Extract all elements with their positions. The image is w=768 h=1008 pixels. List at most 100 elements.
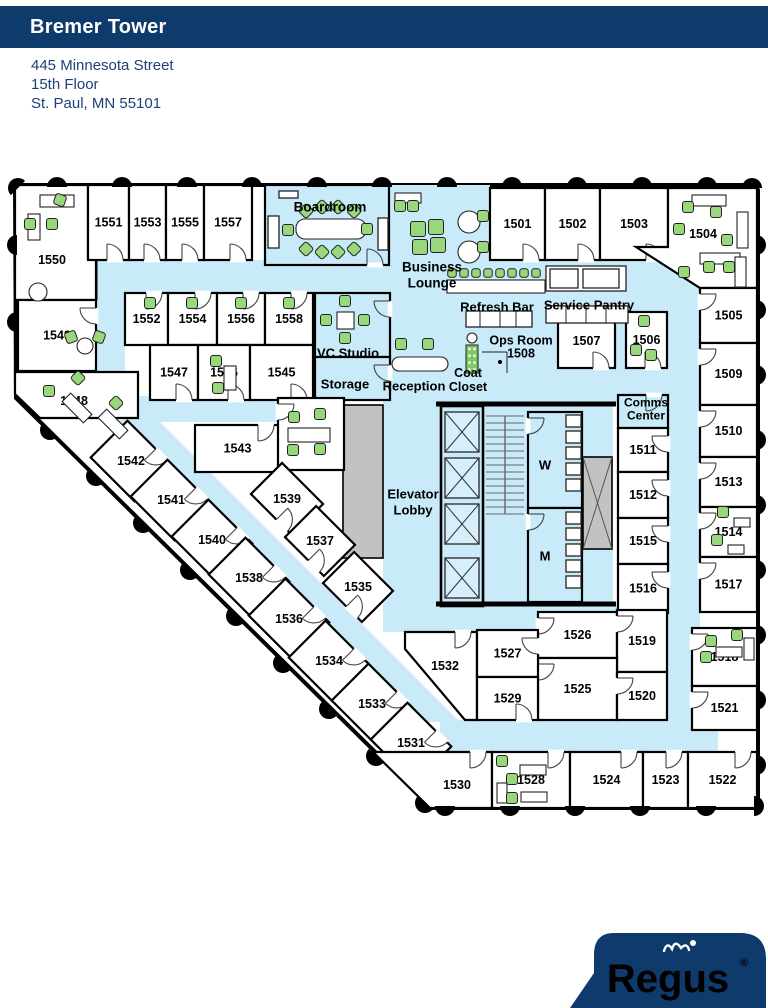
door-leaf <box>225 527 238 540</box>
room-label-1509: 1509 <box>715 367 743 381</box>
chair <box>422 338 434 350</box>
room-shape <box>164 183 206 262</box>
column-marker <box>756 690 766 710</box>
room-1511 <box>616 426 671 474</box>
door-gap <box>434 729 449 744</box>
room-shape <box>488 186 547 262</box>
column-marker <box>756 755 766 775</box>
door-swing <box>651 525 669 543</box>
room-shape <box>568 750 645 810</box>
chair <box>108 395 124 411</box>
fixture-box <box>565 462 582 476</box>
desk <box>391 356 449 372</box>
room-shape <box>248 343 315 402</box>
column-marker <box>112 177 132 187</box>
door-gap <box>645 365 661 371</box>
plan-dot <box>498 360 502 364</box>
chair <box>630 344 642 356</box>
door-leaf <box>144 448 157 461</box>
chair <box>92 330 106 344</box>
area-label-service-pantry: Service Pantry <box>544 298 635 313</box>
door-gap <box>275 404 281 420</box>
door-swing <box>645 394 663 412</box>
door-gap <box>697 411 703 427</box>
door-swing <box>175 383 193 401</box>
coat-rack-dot <box>468 361 471 364</box>
room-1557 <box>202 183 254 263</box>
door-leaf <box>424 730 437 743</box>
door-gap <box>272 564 287 579</box>
room-label-1547: 1547 <box>160 366 188 380</box>
armchair <box>430 237 446 253</box>
room-label-1502: 1502 <box>559 217 587 231</box>
door-gap <box>646 257 662 263</box>
column-marker <box>366 748 384 766</box>
regus-wordmark: Regus <box>607 957 729 1001</box>
room-Comms <box>616 392 670 430</box>
room-1516 <box>616 562 671 615</box>
room-label-1503: 1503 <box>620 217 648 231</box>
door-gap <box>144 257 160 263</box>
column-marker <box>754 796 764 816</box>
regus-logo-shape <box>570 933 766 1008</box>
area-label-ops-room: Ops Room <box>489 334 552 348</box>
column-marker <box>133 515 151 533</box>
room-shape <box>193 423 282 474</box>
chair <box>210 355 222 367</box>
column-marker <box>307 177 327 187</box>
room-label-1537: 1537 <box>306 534 334 548</box>
chair <box>506 792 518 804</box>
area-label-center: Center <box>627 409 665 423</box>
chair <box>64 330 78 344</box>
door-gap <box>535 618 541 634</box>
door-gap <box>230 257 246 263</box>
door-gap <box>578 257 594 263</box>
area-label-lounge: Lounge <box>408 276 457 291</box>
room-label-1526: 1526 <box>564 628 592 642</box>
door-swing <box>373 364 391 382</box>
area-label-closet: Closet <box>449 380 488 394</box>
fixture-box <box>565 414 582 428</box>
room-1523 <box>641 749 690 810</box>
registered-mark: ® <box>740 957 748 969</box>
room-label-1520: 1520 <box>628 689 656 703</box>
door-swing <box>257 424 275 442</box>
address-floor: 15th Floor <box>31 76 99 93</box>
room-shape <box>283 504 357 578</box>
room-1521 <box>689 684 759 732</box>
room-label-1550: 1550 <box>38 253 66 267</box>
desk <box>97 408 129 440</box>
door-gap <box>344 604 360 620</box>
door-leaf <box>342 648 355 661</box>
room-1525 <box>535 656 619 722</box>
room-1537 <box>283 504 357 578</box>
door-swing <box>537 663 555 681</box>
room-shape <box>698 555 759 614</box>
fixture-box <box>565 527 582 541</box>
chair <box>43 385 55 397</box>
stool <box>447 268 457 278</box>
room-shape <box>616 393 670 430</box>
room-Storage <box>313 355 393 402</box>
room-shape <box>526 410 584 510</box>
door-swing <box>592 351 610 369</box>
chair <box>53 193 67 207</box>
column-marker <box>372 177 392 187</box>
door-swing <box>665 751 683 769</box>
room-label-1513: 1513 <box>715 475 743 489</box>
chair <box>705 635 717 647</box>
room-1548 <box>13 370 140 420</box>
chair <box>282 224 294 236</box>
room-1530 <box>370 749 494 810</box>
chair <box>46 218 58 230</box>
door-swing <box>699 410 717 428</box>
stool <box>531 268 541 278</box>
area-label-boardroom: Boardroom <box>294 200 367 215</box>
chair <box>710 206 722 218</box>
elevator-bank <box>439 404 485 608</box>
chair <box>314 244 330 260</box>
chair <box>330 244 346 260</box>
room-1535 <box>321 550 395 624</box>
desk <box>287 427 331 443</box>
room-label-1534: 1534 <box>315 654 343 668</box>
